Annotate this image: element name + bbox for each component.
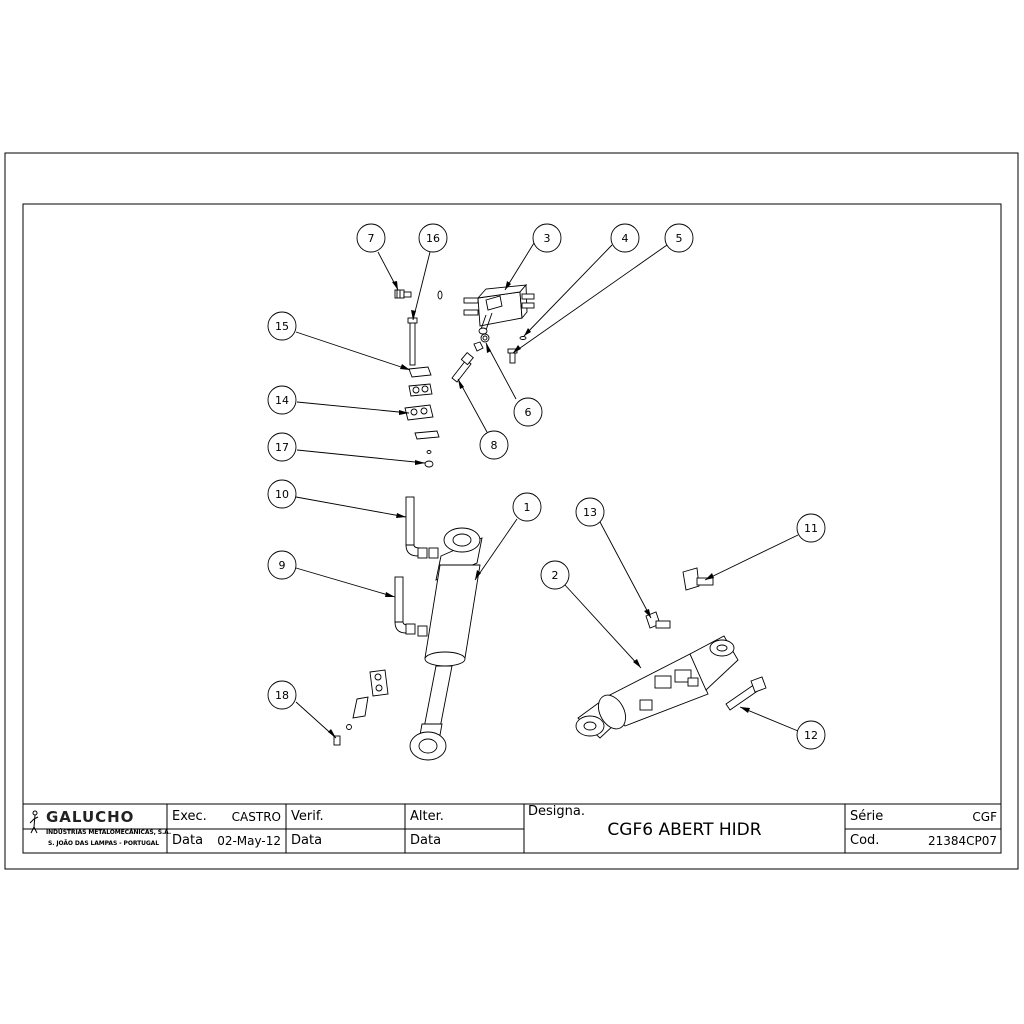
callout-12: 12 [796, 720, 826, 750]
svg-text:9: 9 [279, 559, 286, 572]
callouts: 7 16 3 4 5 15 6 8 14 17 10 1 13 11 9 2 1… [267, 223, 826, 750]
nut-near-part-8 [473, 341, 484, 352]
drawing-title: CGF6 ABERT HIDR [607, 820, 762, 840]
leader-arrowheads [328, 281, 750, 738]
svg-text:2: 2 [552, 569, 559, 582]
svg-text:10: 10 [275, 488, 289, 501]
part-5-bolt [507, 348, 518, 364]
svg-text:4: 4 [622, 232, 629, 245]
alter-label: Alter. [410, 809, 444, 824]
part-8-bolt [451, 351, 474, 383]
verif-date-label: Data [291, 833, 323, 848]
leader-lines [295, 242, 799, 739]
part-10-hose [405, 496, 428, 559]
svg-text:3: 3 [544, 232, 551, 245]
svg-text:15: 15 [275, 320, 289, 333]
svg-text:12: 12 [804, 729, 818, 742]
part-2-cylinder-assembled [575, 635, 739, 739]
part-18-set [333, 669, 389, 746]
designa-label: Designa. [528, 804, 585, 819]
company-logo-figure [29, 810, 39, 834]
callout-2: 2 [540, 560, 570, 590]
callout-16: 16 [418, 223, 448, 253]
svg-text:17: 17 [275, 441, 289, 454]
svg-text:7: 7 [368, 232, 375, 245]
callout-1: 1 [512, 492, 542, 522]
cod-label: Cod. [850, 833, 880, 848]
part-17-ring [424, 450, 434, 468]
serie-label: Série [850, 809, 884, 824]
svg-text:16: 16 [426, 232, 440, 245]
svg-text:8: 8 [491, 439, 498, 452]
part-12-bolt [725, 676, 767, 711]
part-16-pin [407, 317, 418, 366]
callout-5: 5 [664, 223, 694, 253]
exec-label: Exec. [172, 809, 207, 824]
callout-3: 3 [532, 223, 562, 253]
exec-date-value: 02-May-12 [217, 834, 281, 848]
exec-value: CASTRO [231, 810, 281, 824]
company-address: S. JOÃO DAS LAMPAS - PORTUGAL [48, 840, 159, 847]
verif-label: Verif. [291, 809, 324, 824]
part-9-hose [394, 576, 416, 635]
callout-4: 4 [610, 223, 640, 253]
svg-text:5: 5 [676, 232, 683, 245]
callout-7: 7 [356, 223, 386, 253]
svg-text:18: 18 [275, 689, 289, 702]
o-ring-top [437, 290, 443, 300]
exploded-parts [333, 283, 767, 761]
part-11-elbow [682, 567, 714, 591]
callout-15: 15 [267, 311, 297, 341]
svg-text:11: 11 [804, 522, 818, 535]
part-7-fitting [394, 289, 412, 299]
exec-date-label: Data [172, 833, 204, 848]
inner-frame [22, 203, 1002, 854]
part-15-plate [408, 366, 432, 378]
outer-frame [4, 152, 1019, 870]
serie-value: CGF [972, 810, 997, 824]
callout-8: 8 [479, 430, 509, 460]
callout-9: 9 [267, 550, 297, 580]
callout-11: 11 [796, 513, 826, 543]
callout-6: 6 [513, 397, 543, 427]
company-logo: GALUCHO [46, 808, 135, 826]
svg-text:1: 1 [524, 501, 531, 514]
callout-18: 18 [267, 680, 297, 710]
svg-text:6: 6 [525, 406, 532, 419]
part-3-valve-block [463, 283, 535, 335]
part-14-clamp-set [404, 383, 440, 440]
callout-10: 10 [267, 479, 297, 509]
svg-text:13: 13 [583, 506, 597, 519]
callout-13: 13 [575, 497, 605, 527]
cod-value: 21384CP07 [927, 834, 997, 848]
company-name: INDÚSTRIAS METALOMECÂNICAS, S.A. [46, 829, 172, 836]
part-1-cylinder-vertical [409, 527, 483, 761]
svg-text:14: 14 [275, 394, 289, 407]
part-6-o-ring [480, 333, 490, 343]
title-block-grid [23, 803, 1001, 853]
part-4-small-pin [519, 336, 527, 340]
callout-17: 17 [267, 432, 297, 462]
alter-date-label: Data [410, 833, 442, 848]
callout-14: 14 [267, 385, 297, 415]
